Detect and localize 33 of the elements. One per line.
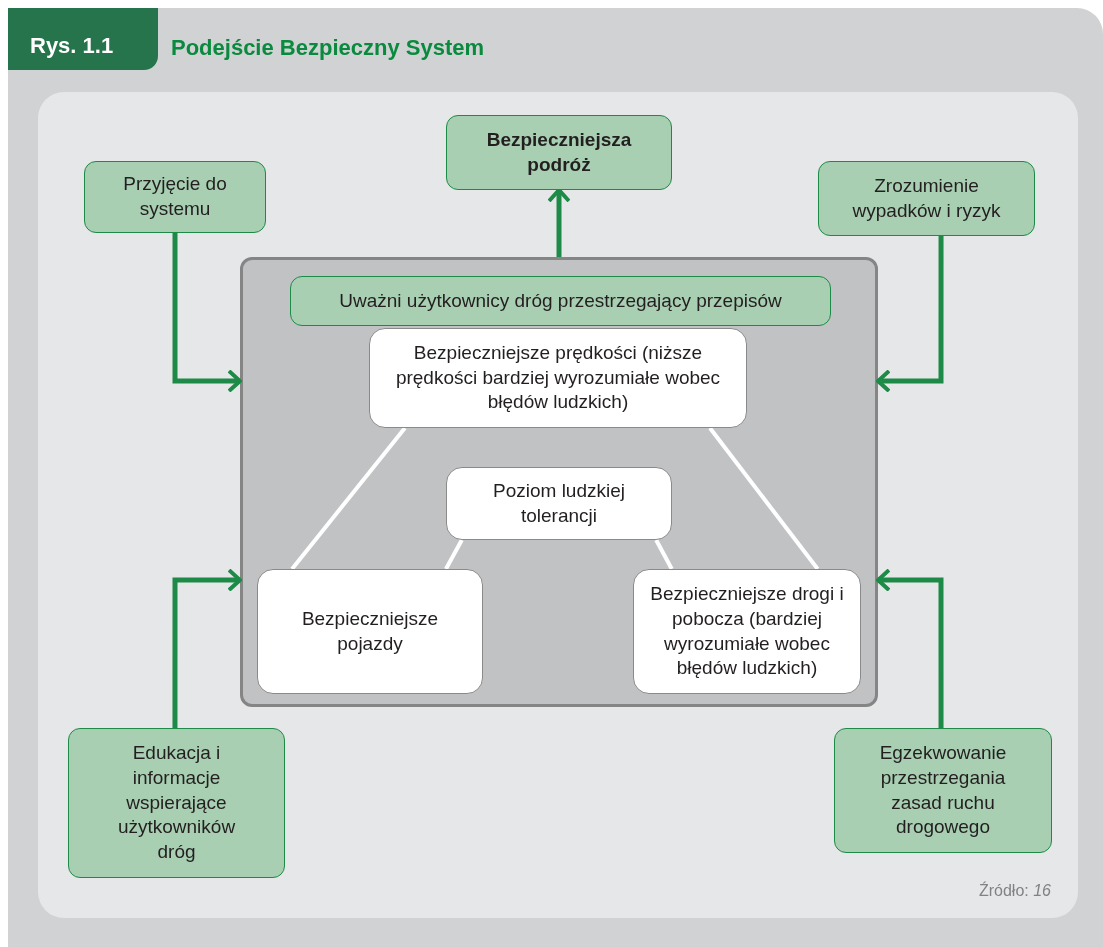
rounded-box (257, 569, 483, 694)
node-text: Edukacja i informacje wspierające użytkowników dróg (116, 741, 237, 865)
process-box (818, 161, 1035, 236)
node-text: Bezpieczniejsza podróż (485, 127, 633, 177)
connector-line (708, 426, 820, 571)
arrow (876, 236, 944, 393)
process-box (84, 161, 266, 233)
connector-line (654, 539, 674, 570)
rounded-box (369, 328, 747, 428)
connector-line (444, 539, 464, 570)
arrow (547, 188, 571, 257)
node-text: Bezpieczniejsze pojazdy (300, 606, 440, 656)
process-box (68, 728, 285, 878)
arrow (172, 233, 242, 393)
container-box (240, 257, 878, 707)
figure-number: Rys. 1.1 (8, 8, 158, 70)
process-box (290, 276, 831, 326)
arrow (172, 568, 242, 728)
process-box (834, 728, 1052, 853)
rounded-box (446, 467, 672, 540)
arrow (876, 568, 944, 728)
node-text: Bezpieczniejsze prędkości (niższe prędkości bardziej wyrozumiałe wobec błędów ludzkich) (394, 340, 722, 415)
source-note: Źródło: 16 (978, 882, 1051, 900)
title: Podejście Bezpieczny System (171, 35, 485, 61)
node-text: Uważni użytkownicy dróg przestrzegający przepisów (339, 288, 782, 313)
connector-line (290, 426, 407, 571)
process-box (446, 115, 672, 190)
node-text: Przyjęcie do systemu (122, 172, 228, 221)
node-text: Egzekwowanie przestrzegania zasad ruchu drogowego (878, 741, 1008, 840)
node-text: Zrozumienie wypadków i ryzyk (851, 173, 1002, 223)
rounded-box (633, 569, 861, 694)
node-text: Bezpieczniejsze drogi i pobocza (bardziej wyrozumiałe wobec błędów ludzkich) (649, 582, 845, 681)
node-text: Poziom ludzkiej tolerancji (492, 478, 626, 528)
